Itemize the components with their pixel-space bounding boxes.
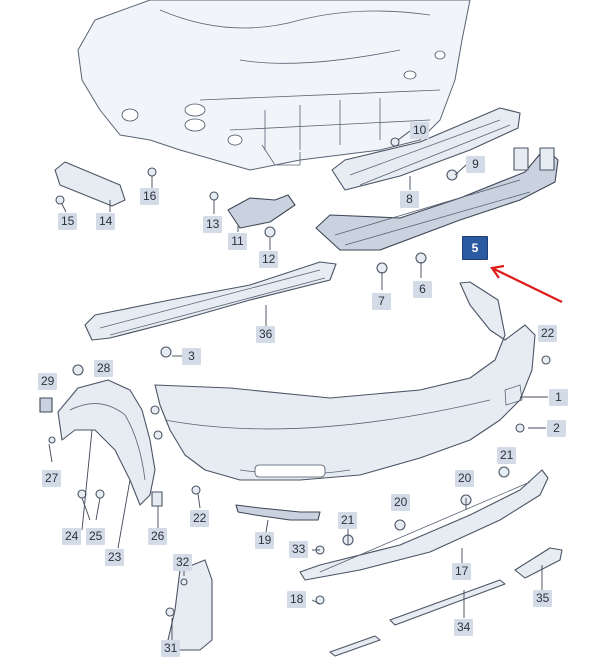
label-part-27: 27: [42, 470, 62, 487]
part-19-trim-strip: [235, 504, 321, 521]
label-part-3: 3: [182, 348, 201, 365]
label-part-34: 34: [454, 619, 474, 636]
label-part-8: 8: [400, 191, 419, 208]
label-part-15: 15: [58, 213, 78, 230]
label-part-14: 14: [96, 213, 116, 230]
label-part-12: 12: [259, 251, 279, 268]
part-31-mud-flap: [167, 559, 213, 651]
label-part-24: 24: [62, 528, 82, 545]
part-8-bumper-guide: [331, 107, 521, 191]
label-part-22-a: 22: [190, 510, 210, 527]
part-1-bumper-cover: [154, 281, 536, 481]
label-part-25: 25: [86, 528, 106, 545]
part-26-clip: [151, 491, 163, 507]
label-part-35: 35: [533, 590, 553, 607]
part-11-bracket: [227, 194, 296, 229]
part-5-bumper-reinforcement: [315, 147, 559, 251]
label-part-11: 11: [228, 233, 247, 250]
label-part-31: 31: [161, 640, 181, 657]
part-bottom-trim: [329, 635, 381, 657]
label-part-6: 6: [413, 281, 432, 298]
part-34-chrome-strip: [389, 579, 506, 626]
label-part-9: 9: [466, 156, 485, 173]
label-part-26: 26: [148, 528, 168, 545]
part-36-energy-absorber: [84, 261, 337, 341]
part-35-trim: [514, 547, 563, 579]
label-part-22-b: 22: [538, 325, 558, 342]
label-part-19: 19: [255, 532, 275, 549]
part-23-wheel-housing-liner: [57, 379, 156, 506]
label-part-1: 1: [549, 389, 568, 406]
label-part-36: 36: [256, 326, 276, 343]
highlight-arrow: [490, 264, 563, 303]
part-14-side-bracket: [54, 161, 126, 207]
label-part-2: 2: [547, 420, 566, 437]
leader-lines: [48, 130, 548, 640]
label-part-17: 17: [452, 563, 472, 580]
label-part-32: 32: [173, 554, 193, 571]
part-29-clip: [39, 397, 53, 413]
label-part-13: 13: [203, 216, 223, 233]
label-part-29: 29: [38, 373, 58, 390]
label-part-16: 16: [140, 188, 160, 205]
label-part-20-a: 20: [391, 494, 411, 511]
label-part-7: 7: [372, 293, 391, 310]
part-17-lower-spoiler: [299, 469, 549, 581]
vehicle-body-structure: [77, 0, 471, 171]
label-part-33: 33: [289, 541, 309, 558]
label-part-21-b: 21: [497, 447, 517, 464]
label-part-23: 23: [105, 549, 125, 566]
label-part-5-highlighted: 5: [462, 236, 488, 260]
label-part-28: 28: [94, 360, 114, 377]
label-part-20-b: 20: [455, 470, 475, 487]
label-part-21-a: 21: [338, 512, 358, 529]
label-part-10: 10: [410, 122, 430, 139]
label-part-18: 18: [287, 591, 307, 608]
